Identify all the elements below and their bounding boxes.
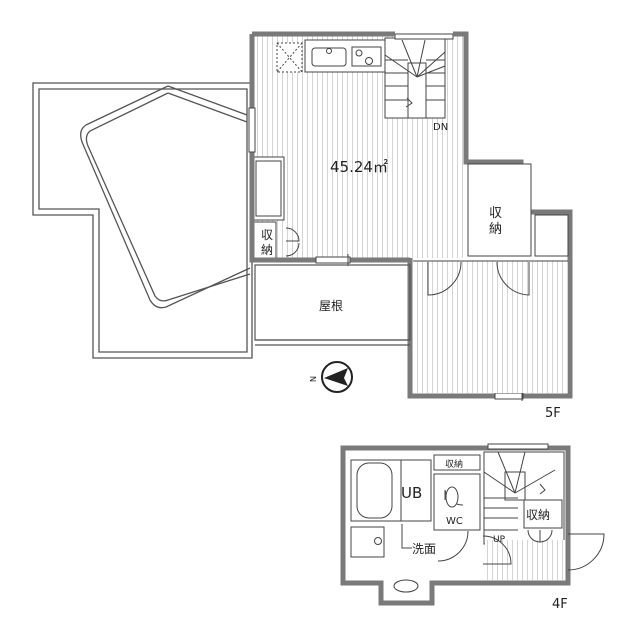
north-compass-icon [321, 361, 353, 393]
storage-right-label: 収納 [526, 508, 550, 522]
storage-label-left-1: 収 [261, 228, 273, 242]
level-4f-label: 4F [552, 597, 568, 612]
storage-label-left-2: 納 [261, 243, 273, 257]
balcony [32, 82, 253, 359]
level-5f-label: 5F [545, 406, 561, 421]
toilet-label: WC [446, 516, 463, 527]
stair-up-label: UP [493, 535, 506, 545]
roof-label: 屋根 [319, 299, 343, 313]
ldk-area-label: 45.24㎡ [330, 158, 388, 176]
north-label: N [308, 376, 317, 382]
stair-5f [384, 39, 446, 119]
bedroom-5f [413, 260, 568, 393]
storage-label-right-2: 納 [489, 222, 502, 237]
storage-top-label: 収納 [445, 458, 463, 470]
ldk-room [253, 33, 465, 259]
floor-4f [340, 443, 605, 606]
washroom-label: 洗面 [412, 542, 436, 556]
bath-label: UB [401, 484, 422, 502]
storage-label-right-1: 収 [489, 206, 502, 221]
storage-5f-right [467, 163, 569, 257]
roof [254, 264, 411, 346]
stair-down-label: DN [433, 122, 448, 133]
